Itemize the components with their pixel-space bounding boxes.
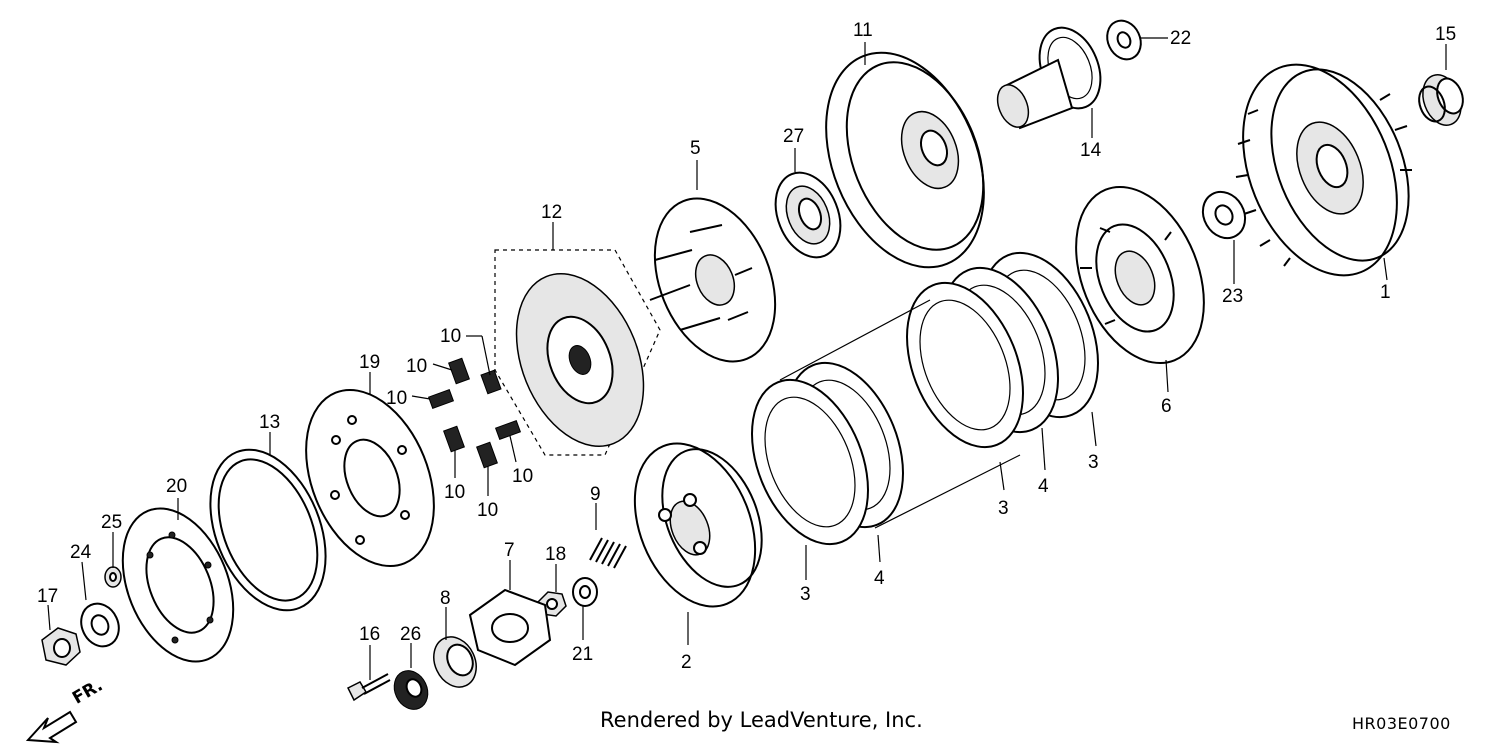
part-2-clutch-center [633, 442, 763, 608]
callout-8: 8 [440, 588, 451, 609]
callout-23: 23 [1222, 286, 1243, 307]
part-10-springs [427, 357, 522, 469]
part-21-washer [572, 577, 598, 607]
callout-10: 10 [444, 482, 465, 503]
callout-18: 18 [545, 544, 566, 565]
part-17-lock-nut [41, 627, 81, 666]
callout-1: 1 [1380, 282, 1391, 303]
callout-10: 10 [477, 500, 498, 521]
callout-4: 4 [874, 568, 885, 589]
callout-24: 24 [70, 542, 92, 563]
callout-5: 5 [690, 138, 701, 159]
callout-14: 14 [1080, 140, 1102, 161]
callout-16: 16 [359, 624, 380, 645]
part-11-clutch-drum [825, 51, 985, 269]
callout-3: 3 [800, 584, 811, 605]
part-7-plate [468, 588, 552, 667]
callout-10: 10 [406, 356, 427, 377]
callout-9: 9 [590, 484, 601, 505]
callout-19: 19 [359, 352, 380, 373]
part-6-pressure-plate [1075, 185, 1205, 365]
part-24-washer [80, 602, 120, 648]
callout-17: 17 [37, 586, 58, 607]
part-15-collar [1418, 74, 1464, 126]
part-26-bearing [393, 670, 429, 710]
part-22-washer [1106, 19, 1142, 61]
diagram-code: HR03E0700 [1352, 714, 1451, 733]
part-5-drive-sprocket [649, 197, 777, 363]
part-9-spring [589, 537, 627, 569]
part-8-bearing-holder [433, 636, 477, 688]
callout-6: 6 [1161, 396, 1172, 417]
part-25-nut [104, 566, 122, 588]
callout-labels: 1 2 3 3 3 3 4 4 5 6 7 8 9 10 10 10 10 10… [37, 20, 1456, 673]
front-direction-arrow-icon [25, 710, 78, 744]
callout-4: 4 [1038, 476, 1049, 497]
part-1-clutch-outer [1235, 63, 1412, 277]
part-20-cover-plate [121, 507, 235, 663]
part-12-drive-plate-assembly [494, 249, 661, 456]
part-14-primary-gear [996, 26, 1102, 130]
callout-7: 7 [504, 540, 515, 561]
leader-lines [47, 37, 1447, 680]
part-27-one-way-clutch [774, 171, 842, 259]
callout-10: 10 [440, 326, 461, 347]
callout-27: 27 [783, 126, 804, 147]
part-16-bolt [346, 673, 391, 702]
callout-22: 22 [1170, 28, 1191, 49]
callout-20: 20 [166, 476, 187, 497]
callout-21: 21 [572, 644, 593, 665]
callout-10: 10 [386, 388, 407, 409]
callout-25: 25 [101, 512, 122, 533]
part-3-4-disc-stack-right [906, 251, 1099, 449]
footer-credit: Rendered by LeadVenture, Inc. [600, 708, 923, 732]
callout-2: 2 [681, 652, 692, 673]
callout-10: 10 [512, 466, 533, 487]
callout-11: 11 [853, 20, 873, 41]
part-23-washer [1201, 190, 1247, 240]
callout-3: 3 [998, 498, 1009, 519]
callout-12: 12 [541, 202, 562, 223]
part-3-4-disc-stack-left [751, 361, 904, 546]
callout-3: 3 [1088, 452, 1099, 473]
callout-13: 13 [259, 412, 280, 433]
callout-26: 26 [400, 624, 421, 645]
part-13-ring [209, 448, 327, 612]
part-19-plate [305, 388, 435, 568]
callout-15: 15 [1435, 24, 1456, 45]
